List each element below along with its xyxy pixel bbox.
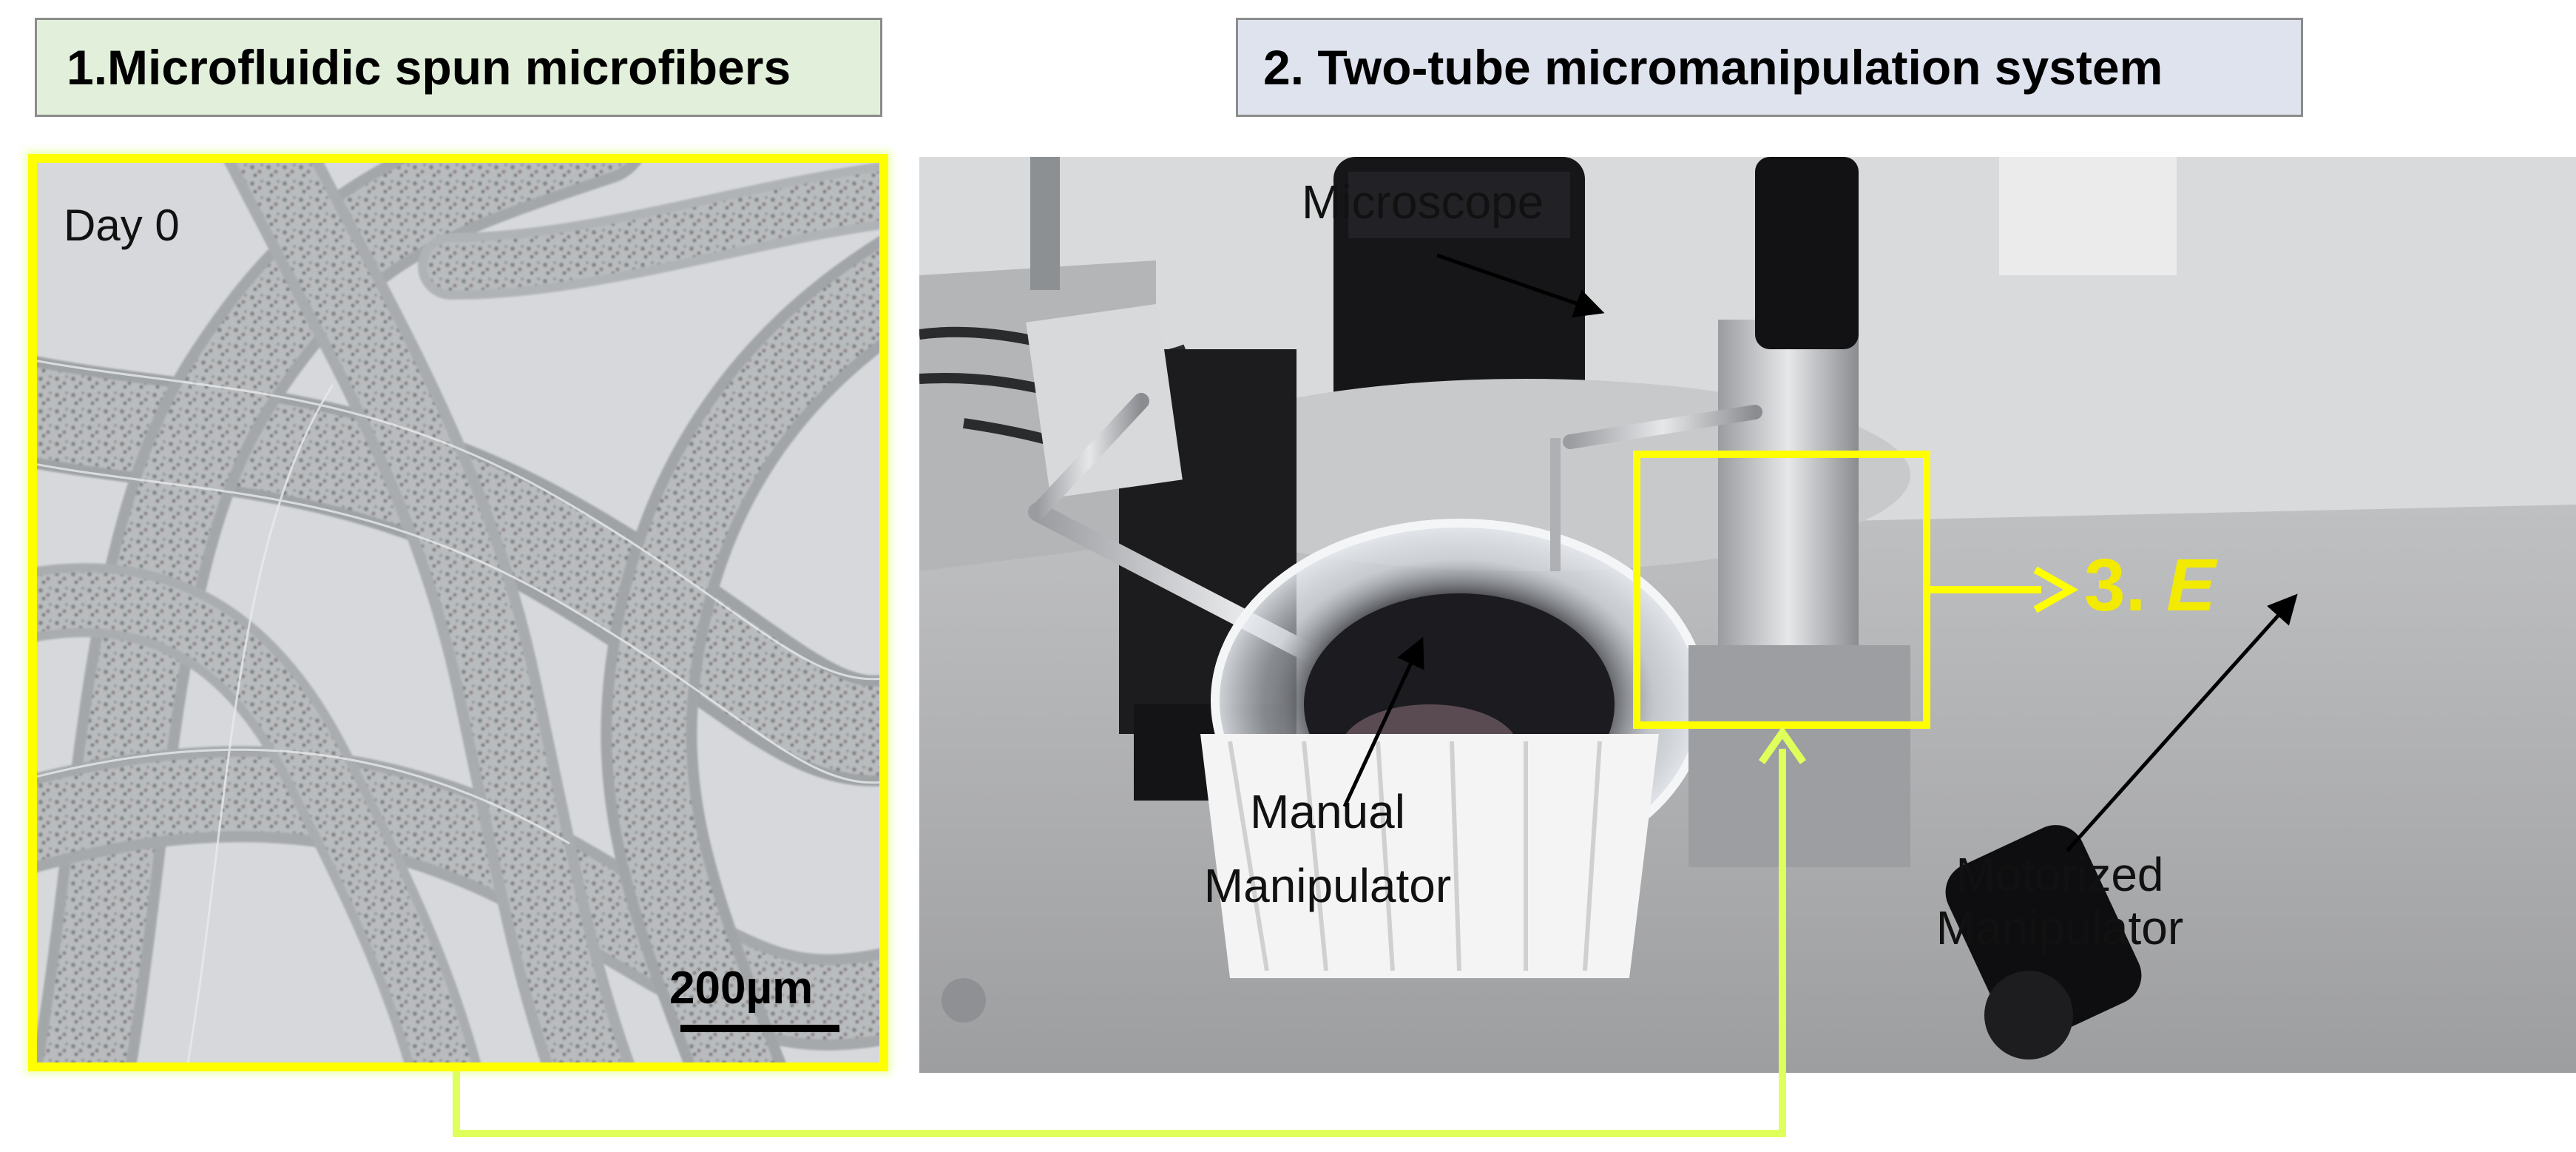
panel2-title: 2. Two-tube micromanipulation system xyxy=(1263,40,2163,95)
microscope-label: Microscope xyxy=(1302,175,1544,229)
connector-line xyxy=(453,749,1786,1137)
panel1-header: 1.Microfluidic spun microfibers xyxy=(35,18,882,117)
callout-letter: E xyxy=(2166,544,2216,627)
manual-manipulator-label: Manual xyxy=(1228,785,1427,839)
connector-arrow-head xyxy=(1758,726,1807,764)
motorized-label-line1: Motorized xyxy=(1955,848,2164,901)
motorized-manipulator-pointer xyxy=(2066,593,2298,852)
manual-manipulator-label-2: Manipulator xyxy=(1128,859,1527,913)
scale-bar-label: 200µm xyxy=(669,963,814,1014)
panel1-title: 1.Microfluidic spun microfibers xyxy=(67,40,791,95)
microfiber-micrograph: Day 0 200µm xyxy=(28,154,888,1071)
manual-manipulator-pointer xyxy=(1342,636,1424,808)
manual-label-line1: Manual xyxy=(1250,785,1405,838)
callout-number: 3. xyxy=(2084,544,2146,627)
panel2-header: 2. Two-tube micromanipulation system xyxy=(1236,18,2303,117)
microscope-pointer xyxy=(1436,253,1605,318)
micromanipulation-photo: Microscope Manual Manipulator Motorized … xyxy=(919,157,2576,1073)
micrograph-image xyxy=(37,163,879,1062)
callout-label: 3. E xyxy=(2084,543,2216,628)
motorized-label-line2: Manipulator xyxy=(1936,900,2184,954)
motorized-manipulator-label: Motorized Manipulator xyxy=(1901,848,2219,954)
scale-bar xyxy=(680,1025,839,1032)
setup-photo xyxy=(919,157,2576,1073)
manual-label-line2: Manipulator xyxy=(1203,859,1452,912)
day-label: Day 0 xyxy=(64,201,180,250)
dish-highlight-box xyxy=(1633,451,1930,729)
callout-arrow-head xyxy=(2033,566,2079,613)
